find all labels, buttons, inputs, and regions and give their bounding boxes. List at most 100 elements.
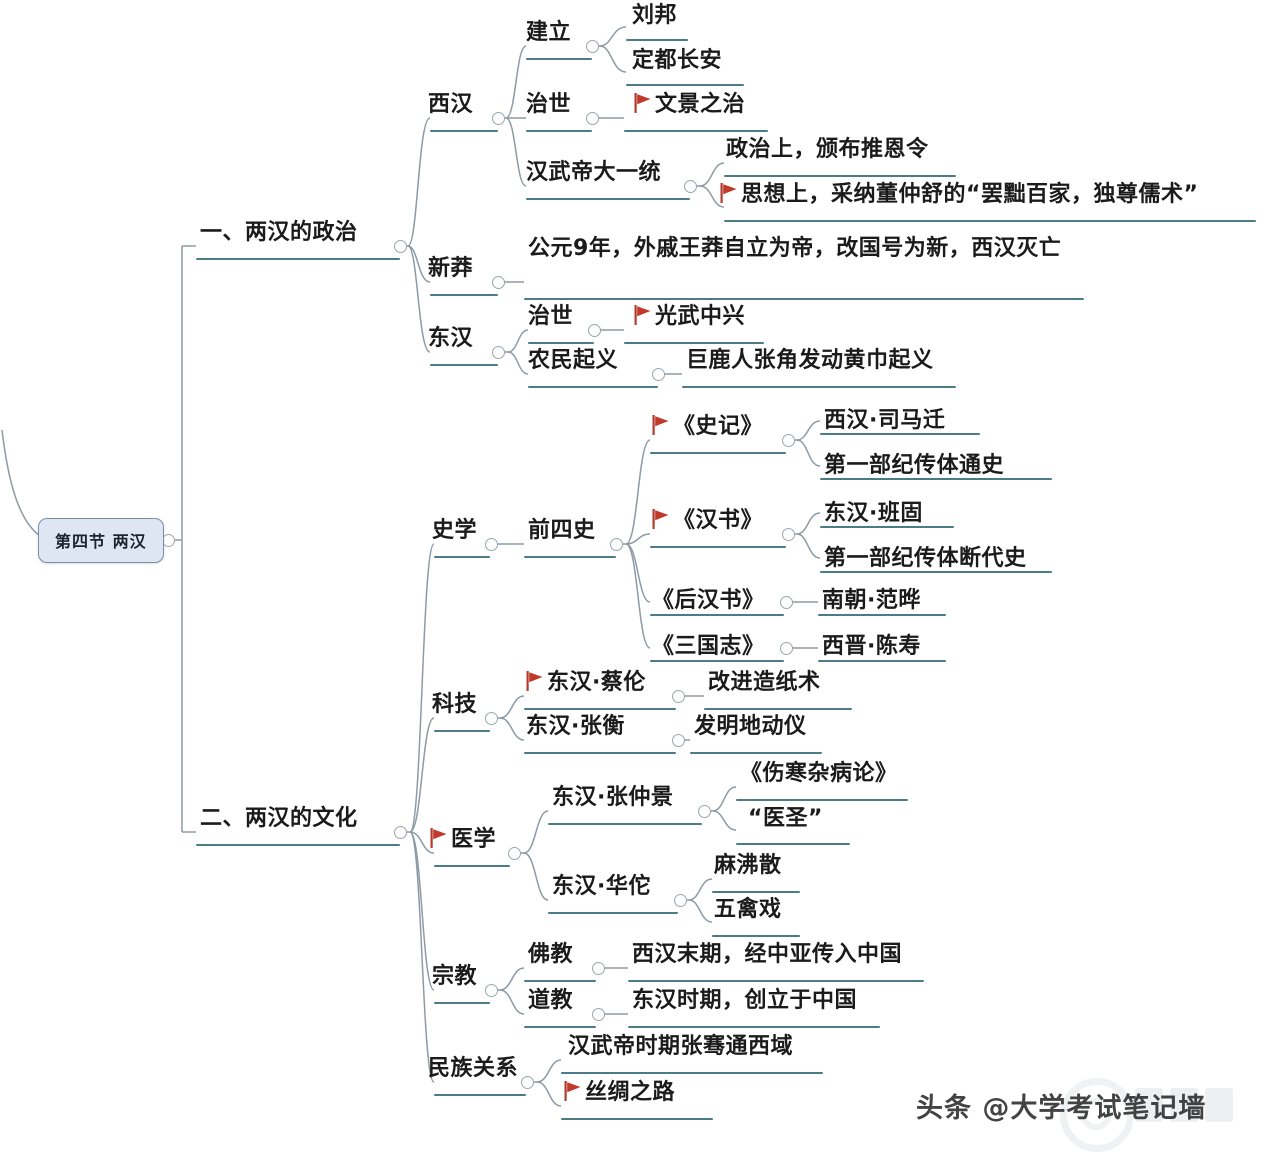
dot-xihan[interactable]: [492, 112, 505, 125]
underline-zhangheng: [524, 752, 676, 754]
node-shanghanzabinglun[interactable]: 《伤寒杂病论》: [740, 761, 898, 786]
dot-daojiao[interactable]: [592, 1008, 605, 1021]
node-mafeisan[interactable]: 麻沸散: [714, 853, 782, 878]
red-flag-icon: [652, 509, 670, 529]
node-xihan[interactable]: 西汉: [428, 92, 474, 117]
node-zhishi-donghan[interactable]: 治世: [528, 304, 574, 329]
node-wenjing-zhizhi[interactable]: 文景之治: [634, 92, 745, 118]
dot-hanshu[interactable]: [782, 528, 795, 541]
branch-culture[interactable]: 二、两汉的文化: [200, 806, 358, 831]
node-zongjiao[interactable]: 宗教: [432, 964, 478, 989]
node-daojiao-desc[interactable]: 东汉时期，创立于中国: [632, 988, 858, 1013]
node-yixue[interactable]: 医学: [430, 827, 496, 853]
underline-wuqinxi: [712, 935, 800, 937]
dot-shixue[interactable]: [485, 538, 498, 551]
node-keji[interactable]: 科技: [432, 692, 478, 717]
dot-qiansishi[interactable]: [610, 538, 623, 551]
node-shixue[interactable]: 史学: [432, 518, 478, 543]
underline-shixue: [434, 556, 490, 558]
node-donghan[interactable]: 东汉: [428, 326, 474, 351]
watermark-block-2: [1170, 1088, 1198, 1122]
node-fojiao[interactable]: 佛教: [528, 942, 574, 967]
underline-yisheng: [736, 843, 850, 845]
node-jizhuanti-tongshi[interactable]: 第一部纪传体通史: [824, 453, 1005, 478]
node-qiansishi[interactable]: 前四史: [528, 518, 596, 543]
dot-yixue[interactable]: [508, 847, 521, 860]
node-chenshou[interactable]: 西晋·陈寿: [822, 634, 921, 659]
node-xinmang-desc[interactable]: 公元9年，外戚王莽自立为帝，改国号为新，西汉灭亡: [528, 236, 1062, 261]
node-minzu-guanxi[interactable]: 民族关系: [428, 1056, 519, 1081]
node-fojiao-desc[interactable]: 西汉末期，经中亚传入中国: [632, 942, 903, 967]
red-flag-icon: [634, 305, 652, 325]
dot-cailun[interactable]: [672, 690, 685, 703]
node-sixiangshang[interactable]: 思想上，采纳董仲舒的“罢黜百家，独尊儒术”: [720, 182, 1198, 208]
root-node[interactable]: 第四节 两汉: [38, 518, 164, 563]
dot-donghan[interactable]: [492, 346, 505, 359]
dot-shiji[interactable]: [782, 434, 795, 447]
dot-minzu[interactable]: [521, 1076, 534, 1089]
node-xinmang[interactable]: 新莽: [428, 256, 474, 281]
branch-politics[interactable]: 一、两汉的政治: [200, 220, 358, 245]
node-houhanshu[interactable]: 《后汉书》: [652, 588, 765, 613]
dot-politics[interactable]: [394, 240, 407, 253]
dot-zhishi2[interactable]: [588, 324, 601, 337]
node-simaqian[interactable]: 西汉·司马迁: [824, 408, 946, 433]
underline-minzu: [434, 1094, 526, 1096]
dot-zhishi1[interactable]: [586, 112, 599, 125]
underline-tongshi: [820, 478, 1052, 480]
dot-root[interactable]: [162, 534, 175, 547]
dot-jianli[interactable]: [586, 40, 599, 53]
node-label: 文景之治: [655, 92, 746, 118]
underline-huatuo: [548, 912, 678, 914]
node-yisheng[interactable]: “医圣”: [748, 806, 823, 831]
node-guangwu-zhongxing[interactable]: 光武中兴: [634, 304, 745, 330]
node-dingdu-changan[interactable]: 定都长安: [632, 48, 723, 73]
node-daojiao[interactable]: 道教: [528, 988, 574, 1013]
underline-sanguozhi: [650, 660, 784, 662]
node-hanwudi-dayitong[interactable]: 汉武帝大一统: [526, 160, 662, 185]
node-zhengzhishang[interactable]: 政治上，颁布推恩令: [726, 137, 929, 162]
underline-dingdu: [626, 84, 744, 86]
dot-sanguozhi[interactable]: [780, 642, 793, 655]
dot-dayitong[interactable]: [684, 180, 697, 193]
node-huatuo[interactable]: 东汉·华佗: [552, 874, 651, 899]
node-hanshu[interactable]: 《汉书》: [652, 508, 763, 534]
node-huangjin-qiyi[interactable]: 巨鹿人张角发动黄巾起义: [686, 348, 934, 373]
node-sanguozhi[interactable]: 《三国志》: [652, 634, 765, 659]
node-wuqinxi[interactable]: 五禽戏: [714, 897, 782, 922]
node-zaozhishu[interactable]: 改进造纸术: [708, 670, 821, 695]
underline-daojiao-desc: [628, 1026, 880, 1028]
node-fanye[interactable]: 南朝·范晔: [822, 588, 921, 613]
dot-culture[interactable]: [394, 826, 407, 839]
node-cailun[interactable]: 东汉·蔡伦: [526, 670, 646, 696]
red-flag-icon: [720, 183, 738, 203]
node-jizhuanti-duandaishi[interactable]: 第一部纪传体断代史: [824, 546, 1027, 571]
dot-zhangheng[interactable]: [672, 734, 685, 747]
node-sichouzhilu[interactable]: 丝绸之路: [564, 1080, 675, 1106]
node-jianli[interactable]: 建立: [526, 20, 572, 45]
node-bangu[interactable]: 东汉·班固: [824, 501, 923, 526]
dot-nongmin[interactable]: [652, 368, 665, 381]
dot-keji[interactable]: [485, 712, 498, 725]
underline-liubang: [626, 39, 688, 41]
node-didongyi[interactable]: 发明地动仪: [694, 714, 807, 739]
dot-fojiao[interactable]: [592, 962, 605, 975]
node-label: 《汉书》: [673, 508, 764, 534]
node-liubang[interactable]: 刘邦: [632, 3, 678, 28]
dot-zhangzhongjing[interactable]: [698, 805, 711, 818]
node-label: 《史记》: [673, 414, 764, 440]
dot-xinmang[interactable]: [492, 276, 505, 289]
dot-houhanshu[interactable]: [780, 596, 793, 609]
node-nongmin-qiyi[interactable]: 农民起义: [528, 348, 619, 373]
node-zhangzhongjing[interactable]: 东汉·张仲景: [552, 785, 674, 810]
red-flag-icon: [652, 415, 670, 435]
dot-zongjiao[interactable]: [485, 984, 498, 997]
node-shiji[interactable]: 《史记》: [652, 414, 763, 440]
node-zhangqian-xiyu[interactable]: 汉武帝时期张骞通西域: [568, 1034, 794, 1059]
node-zhishi-xihan[interactable]: 治世: [526, 92, 572, 117]
underline-politics: [196, 258, 400, 260]
underline-shiji: [650, 452, 786, 454]
node-zhangheng[interactable]: 东汉·张衡: [526, 714, 625, 739]
node-label: 思想上，采纳董仲舒的“罢黜百家，独尊儒术”: [741, 182, 1199, 208]
dot-huatuo[interactable]: [674, 894, 687, 907]
